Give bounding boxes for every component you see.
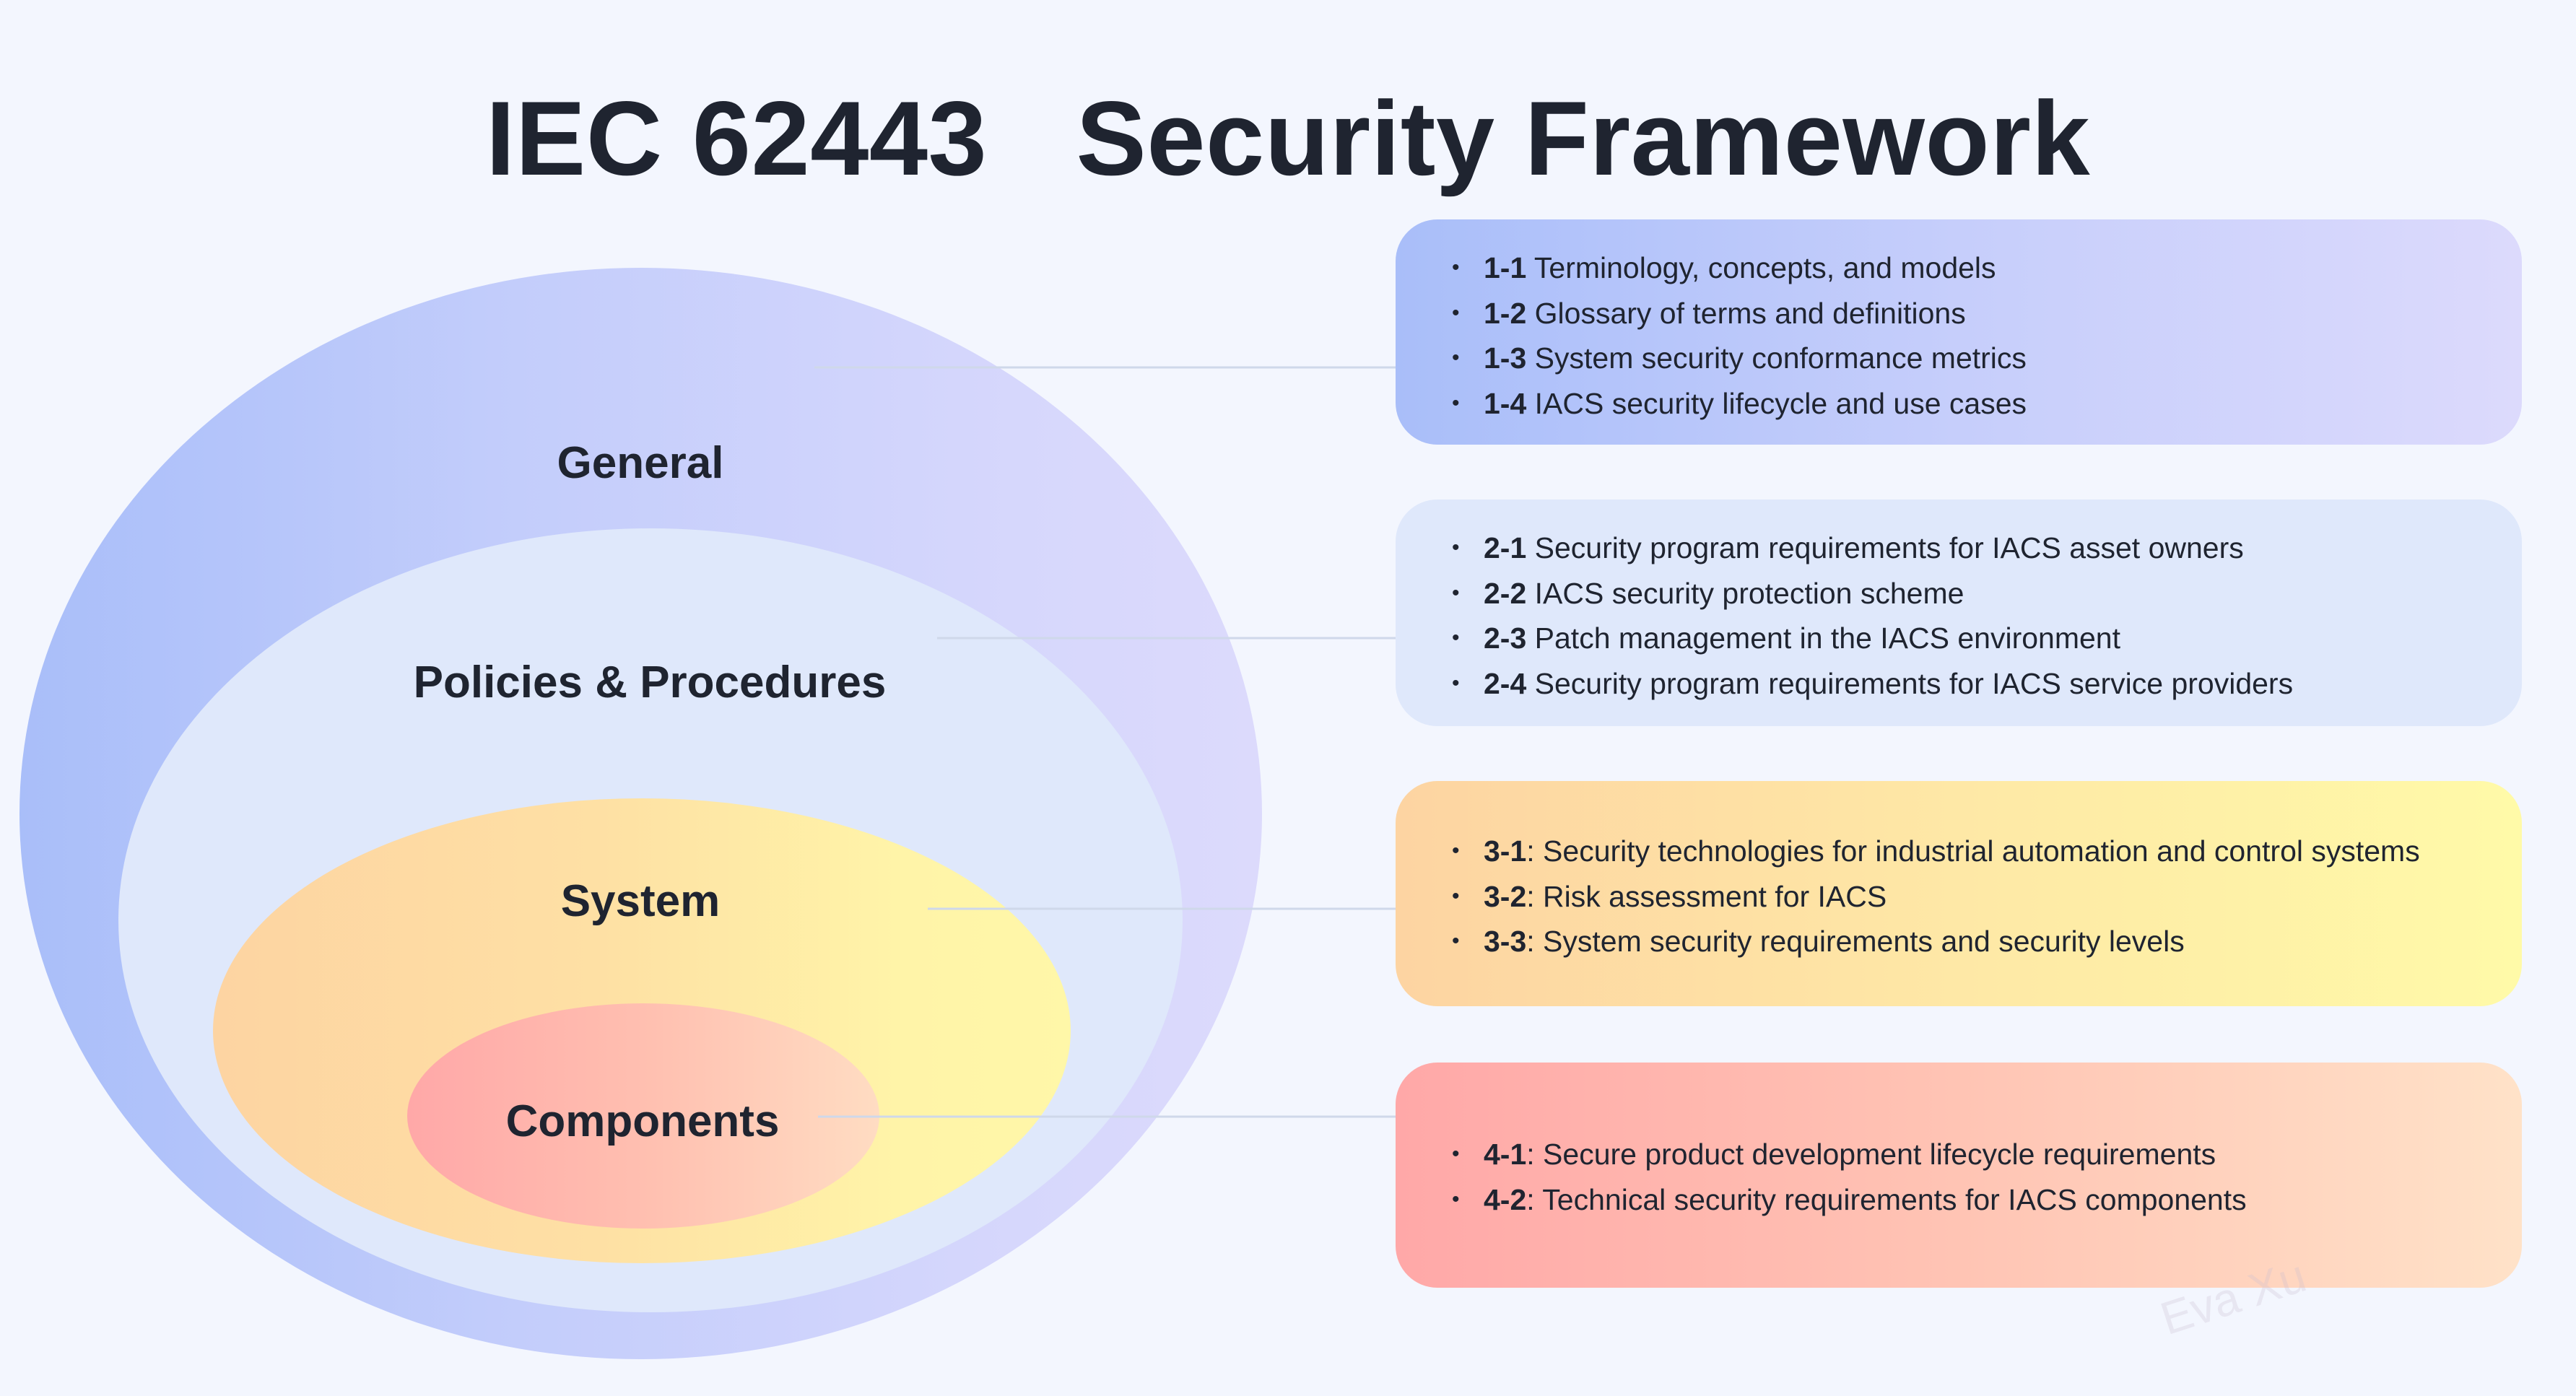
- bullet-icon: •: [1452, 626, 1460, 650]
- item-text: Security program requirements for IACS s…: [1526, 666, 2294, 700]
- list-item: • 2-4 Security program requirements for I…: [1424, 661, 2493, 707]
- card-components: • 4-1: Secure product development lifecyc…: [1396, 1063, 2522, 1288]
- item-code: 4-2: [1484, 1182, 1527, 1216]
- item-text: : System security requirements and secur…: [1526, 925, 2185, 958]
- bullet-icon: •: [1452, 300, 1460, 325]
- item-text: System security conformance metrics: [1526, 341, 2027, 375]
- item-code: 2-4: [1484, 666, 1527, 700]
- list-item: • 4-2: Technical security requirements fo…: [1424, 1177, 2493, 1223]
- bullet-icon: •: [1452, 256, 1460, 279]
- item-code: 1-2: [1484, 296, 1527, 330]
- card-system-list: • 3-1: Security technologies for industri…: [1424, 781, 2493, 964]
- item-text: Patch management in the IACS environment: [1526, 621, 2120, 655]
- card-components-list: • 4-1: Secure product development lifecyc…: [1424, 1063, 2493, 1222]
- item-code: 2-1: [1484, 531, 1527, 564]
- item-code: 3-2: [1484, 879, 1527, 913]
- list-item: • 4-1: Secure product development lifecyc…: [1424, 1132, 2493, 1177]
- card-system: • 3-1: Security technologies for industri…: [1396, 781, 2522, 1006]
- list-item: • 1-1 Terminology, concepts, and models: [1424, 245, 2493, 291]
- item-text: IACS security lifecycle and use cases: [1526, 386, 2027, 420]
- card-general-list: • 1-1 Terminology, concepts, and models •…: [1424, 219, 2493, 426]
- item-code: 1-3: [1484, 341, 1527, 375]
- item-code: 3-3: [1484, 925, 1527, 958]
- ellipse-components: [407, 1003, 879, 1229]
- item-text: Security program requirements for IACS a…: [1526, 531, 2244, 564]
- item-code: 1-1: [1484, 251, 1527, 284]
- list-item: • 3-3: System security requirements and s…: [1424, 919, 2493, 964]
- list-item: • 1-3 System security conformance metrics: [1424, 336, 2493, 381]
- list-item: • 2-1 Security program requirements for I…: [1424, 525, 2493, 571]
- list-item: • 1-4 IACS security lifecycle and use cas…: [1424, 381, 2493, 427]
- item-text: : Secure product development lifecycle r…: [1526, 1138, 2216, 1171]
- bullet-icon: •: [1452, 671, 1460, 695]
- card-policies: • 2-1 Security program requirements for I…: [1396, 499, 2522, 726]
- bullet-icon: •: [1452, 391, 1460, 415]
- item-text: IACS security protection scheme: [1526, 576, 1964, 610]
- bullet-icon: •: [1452, 536, 1460, 559]
- bullet-icon: •: [1452, 884, 1460, 908]
- list-item: • 2-3 Patch management in the IACS enviro…: [1424, 616, 2493, 661]
- bullet-icon: •: [1452, 346, 1460, 370]
- card-policies-list: • 2-1 Security program requirements for I…: [1424, 499, 2493, 706]
- layer-label-policies: Policies & Procedures: [413, 658, 887, 707]
- card-general: • 1-1 Terminology, concepts, and models •…: [1396, 219, 2522, 445]
- item-code: 2-3: [1484, 621, 1527, 655]
- bullet-icon: •: [1452, 929, 1460, 953]
- bullet-icon: •: [1452, 839, 1460, 863]
- item-text: : Risk assessment for IACS: [1526, 879, 1887, 913]
- item-text: Terminology, concepts, and models: [1526, 251, 1996, 284]
- bullet-icon: •: [1452, 580, 1460, 605]
- item-code: 1-4: [1484, 386, 1527, 420]
- list-item: • 2-2 IACS security protection scheme: [1424, 571, 2493, 616]
- layer-label-components: Components: [505, 1096, 780, 1146]
- bullet-icon: •: [1452, 1187, 1460, 1211]
- item-text: Glossary of terms and definitions: [1526, 296, 1966, 330]
- item-code: 2-2: [1484, 576, 1527, 610]
- item-text: : Technical security requirements for IA…: [1526, 1182, 2247, 1216]
- list-item: • 1-2 Glossary of terms and definitions: [1424, 291, 2493, 336]
- list-item: • 3-2: Risk assessment for IACS: [1424, 874, 2493, 920]
- item-code: 4-1: [1484, 1138, 1527, 1171]
- item-text: : Security technologies for industrial a…: [1526, 834, 2420, 868]
- bullet-icon: •: [1452, 1142, 1460, 1166]
- list-item: • 3-1: Security technologies for industri…: [1424, 829, 2493, 874]
- layer-label-general: General: [557, 438, 724, 488]
- layer-label-system: System: [560, 876, 721, 926]
- item-code: 3-1: [1484, 834, 1527, 868]
- page-title: IEC 62443 Security Framework: [485, 79, 2091, 197]
